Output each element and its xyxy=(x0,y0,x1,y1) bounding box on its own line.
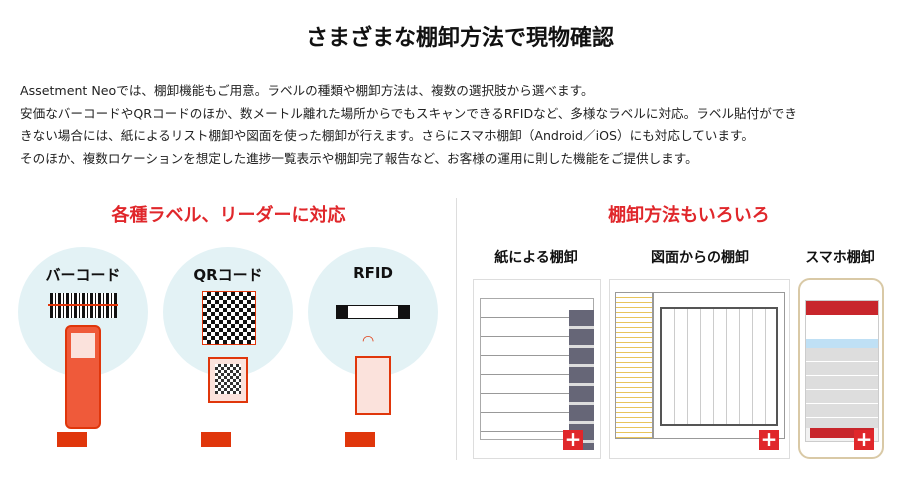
floorplan-view xyxy=(653,292,785,439)
smartphone-rfid-icon xyxy=(355,356,391,415)
labels-heading: 各種ラベル、リーダーに対応 xyxy=(111,205,346,226)
hand-sleeve xyxy=(57,432,87,447)
qr-label: QRコード xyxy=(193,266,263,284)
hand-sleeve xyxy=(201,432,231,447)
intro-line: きない場合には、紙によるリスト棚卸や図面を使った棚卸が行えます。さらにスマホ棚卸… xyxy=(20,128,754,143)
intro-line: そのほか、複数ロケーションを想定した進捗一覧表示や棚卸完了報告など、お客様の運用… xyxy=(20,150,698,166)
smartphone-thumbnail[interactable] xyxy=(798,278,884,459)
handheld-scanner-icon xyxy=(65,325,101,429)
smartphone-method-label: スマホ棚卸 xyxy=(805,250,875,266)
rfid-tag-icon xyxy=(336,305,410,319)
barcode-label: バーコード xyxy=(45,266,121,284)
qr-code-icon xyxy=(202,291,256,345)
expand-floorplan-button[interactable]: + xyxy=(759,427,779,451)
rfid-label: RFID xyxy=(353,264,393,282)
tree-panel xyxy=(615,292,653,439)
floorplan-thumbnail[interactable] xyxy=(609,279,790,459)
photo-column xyxy=(569,310,594,450)
expand-smartphone-button[interactable]: + xyxy=(854,427,874,451)
smartphone-qr-icon xyxy=(208,357,248,403)
intro-text: Assetment Neoでは、棚卸機能もご用意。ラベルの種類や棚卸方法は、複数… xyxy=(20,80,910,170)
methods-heading: 棚卸方法もいろいろ xyxy=(608,205,770,226)
paper-list-thumbnail[interactable] xyxy=(473,279,601,459)
paper-method-label: 紙による棚卸 xyxy=(494,250,578,266)
page-title: さまざまな棚卸方法で現物確認 xyxy=(305,26,614,51)
hand-sleeve xyxy=(345,432,375,447)
divider xyxy=(456,198,457,460)
wireless-icon: ◠ xyxy=(362,333,375,349)
intro-line: Assetment Neoでは、棚卸機能もご用意。ラベルの種類や棚卸方法は、複数… xyxy=(20,83,594,98)
expand-paper-button[interactable]: + xyxy=(563,427,583,451)
phone-screen xyxy=(805,300,879,442)
scan-line xyxy=(48,304,118,306)
drawing-method-label: 図面からの棚卸 xyxy=(651,250,749,266)
intro-line: 安価なバーコードやQRコードのほか、数メートル離れた場所からでもスキャンできるR… xyxy=(20,105,797,121)
